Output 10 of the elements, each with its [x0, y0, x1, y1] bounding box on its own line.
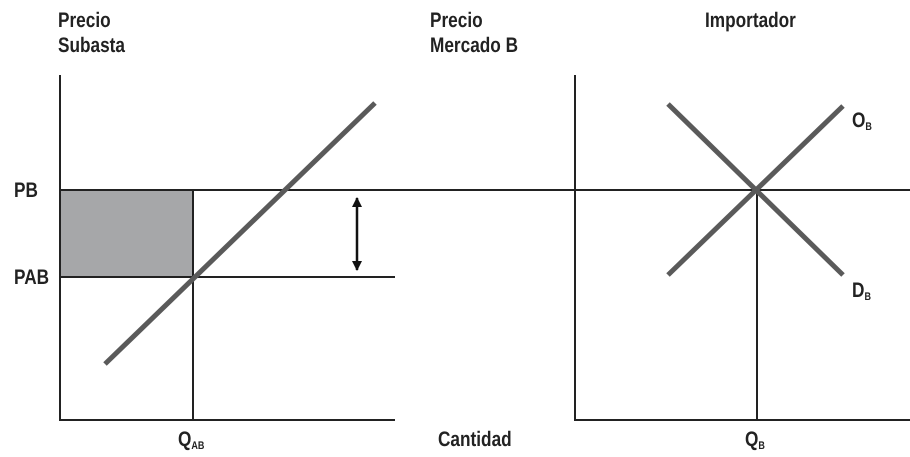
axis-title: Importador: [705, 8, 797, 33]
quantity-label: Q$_{AB}$: [178, 427, 206, 454]
curve-label: O$_{B}$: [852, 108, 873, 135]
price-label: PAB: [14, 265, 50, 290]
quantity-label: Q$_{B}$: [745, 427, 766, 454]
axis-label: Precio Mercado B: [430, 8, 520, 58]
price-label: PB: [14, 178, 39, 203]
axis-label: Cantidad: [438, 427, 513, 452]
curve-label: D$_{B}$: [852, 278, 872, 305]
axis-label: Precio Subasta: [58, 8, 126, 58]
